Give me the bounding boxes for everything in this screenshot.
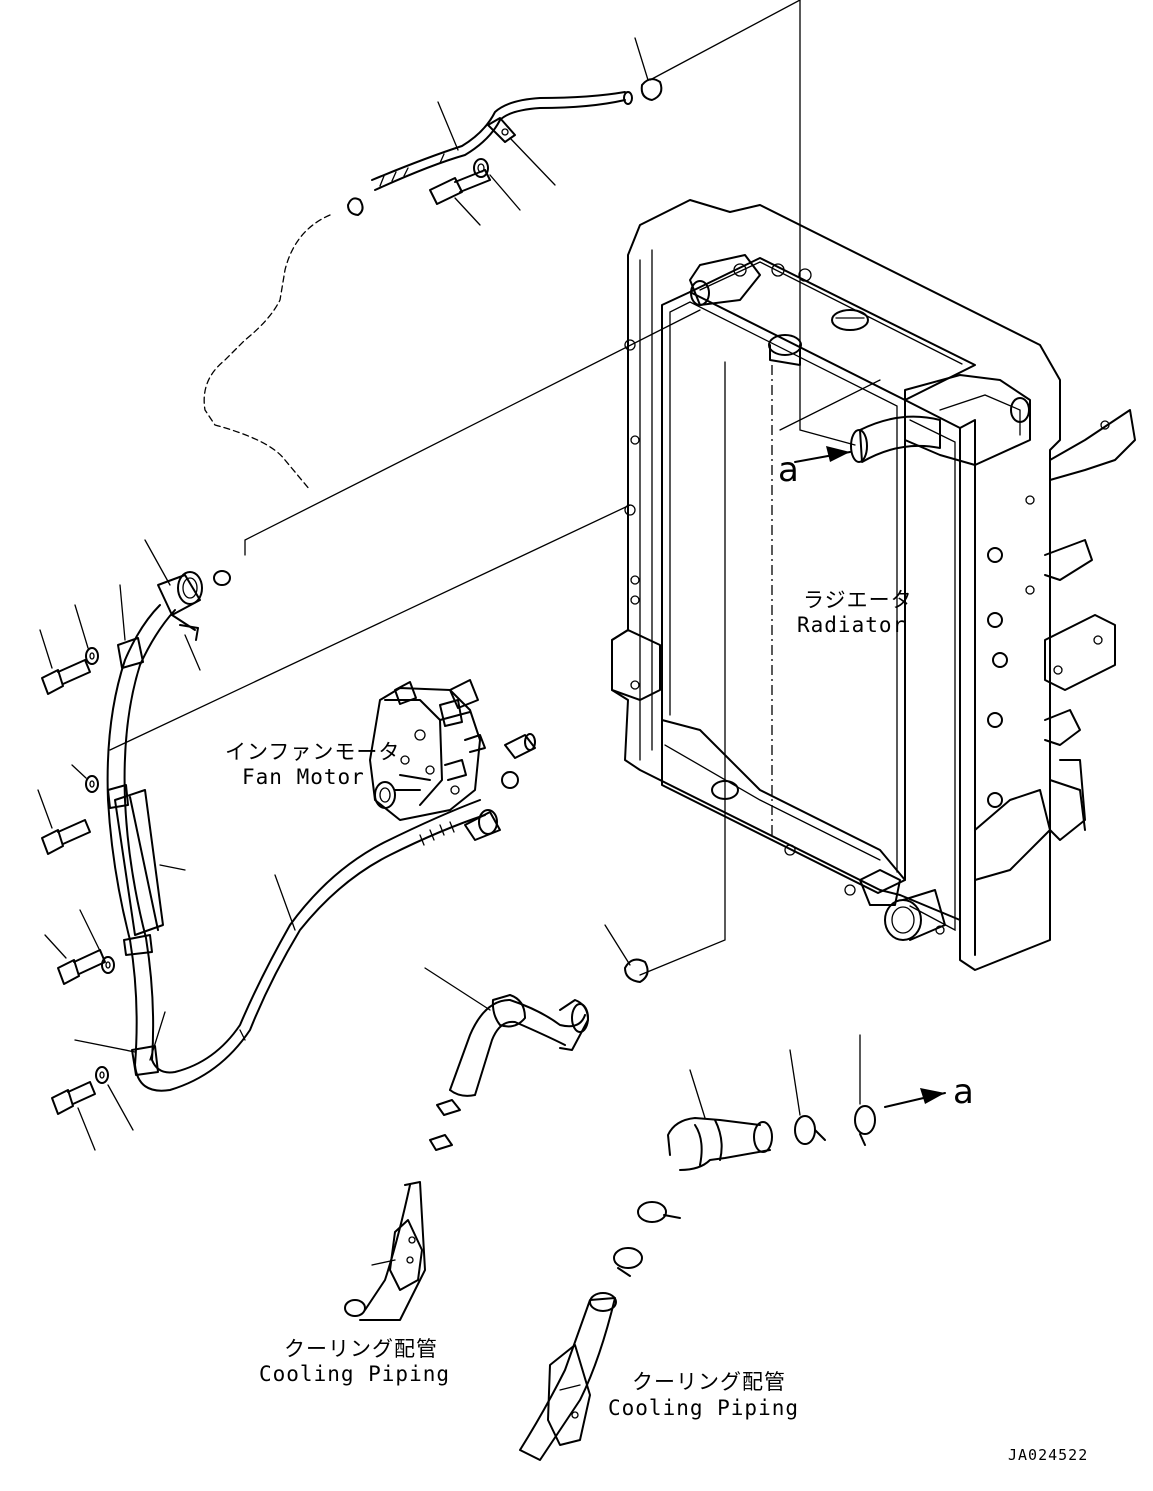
ref-a-bottom: a	[953, 1072, 974, 1112]
center-hose	[424, 924, 649, 1151]
drawing-number: JA024522	[1008, 1446, 1088, 1464]
radiator-label-jp: ラジエータ	[803, 588, 913, 612]
cooling-piping-1-label-en: Cooling Piping	[259, 1362, 450, 1386]
radiator-label-en: Radiator	[797, 613, 906, 637]
cooling-piping-1-label-jp: クーリング配管	[284, 1337, 438, 1361]
fan-motor-label-jp: インファンモータ	[225, 740, 400, 764]
cooling-piping-1	[344, 1181, 426, 1321]
reference-arrows	[794, 446, 946, 1108]
ref-a-top: a	[778, 450, 799, 490]
cooling-piping-2	[519, 1292, 617, 1461]
leader-lines	[109, 0, 881, 976]
top-breather-hose	[203, 37, 663, 491]
cooling-piping-2-label-en: Cooling Piping	[608, 1396, 799, 1420]
left-bolts	[37, 604, 134, 1151]
fan-motor	[213, 570, 536, 821]
left-hose	[74, 539, 501, 1092]
lower-hose-a	[613, 1034, 876, 1277]
fan-motor-label-en: Fan Motor	[242, 765, 365, 789]
cooling-piping-2-label-jp: クーリング配管	[632, 1370, 786, 1394]
radiator-assembly	[611, 199, 1136, 971]
